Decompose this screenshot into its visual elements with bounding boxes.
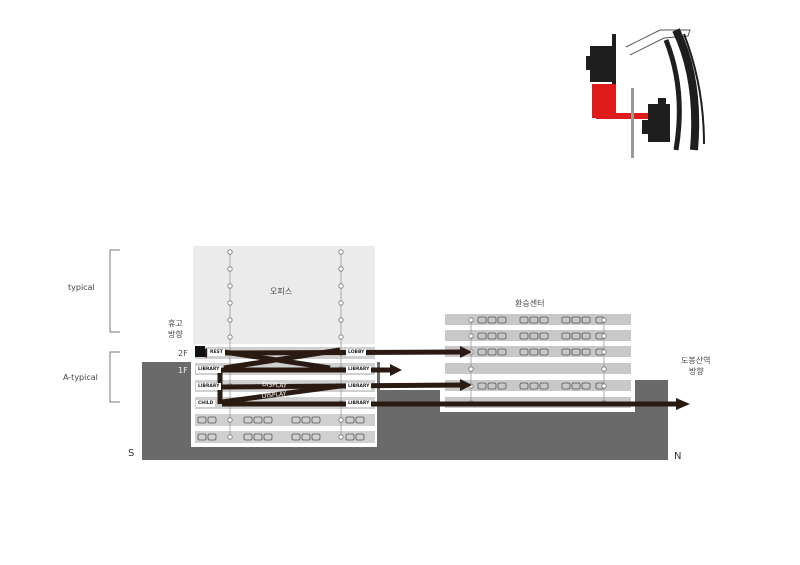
display-label-2: DISPLAY	[261, 390, 287, 400]
a-typical-label: A-typical	[63, 373, 98, 382]
dobong-direction-label-2: 방향	[689, 367, 704, 376]
display-label-1: DISPLAY	[262, 381, 287, 390]
a-typical-bracket	[109, 351, 120, 403]
podium-bus-icons	[197, 416, 365, 441]
rest-marker	[195, 346, 205, 357]
tag-rest: REST	[208, 349, 225, 356]
office-block	[193, 246, 375, 344]
typical-bracket	[109, 249, 120, 333]
key-plan-connector	[625, 29, 691, 56]
key-plan-building-main	[590, 46, 616, 82]
tag-library-b1: LIBRARY	[196, 383, 222, 390]
office-label: 오피스	[270, 287, 293, 296]
south-label: S	[128, 448, 135, 459]
rest-direction-label-1: 휴고	[168, 319, 183, 328]
typical-label: typical	[68, 283, 95, 292]
tag-library-b1-right: LIBRARY	[346, 383, 372, 390]
tag-library-1f: LIBRARY	[196, 366, 222, 373]
dobong-direction-label-1: 도봉산역	[681, 356, 711, 365]
tag-library-1f-right: LIBRARY	[346, 366, 372, 373]
north-label: N	[674, 451, 682, 462]
rest-direction-label-2: 방향	[168, 330, 183, 339]
key-plan-curved-track	[672, 28, 700, 151]
key-plan-building-lower	[648, 104, 670, 142]
tag-library-b2-right: LIBRARY	[346, 400, 372, 407]
transfer-center-label: 환승센터	[515, 299, 545, 308]
bus-icons	[477, 316, 605, 390]
floor-1f-label: 1F	[178, 366, 188, 375]
vertical-lines	[229, 250, 605, 440]
floor-2f-label: 2F	[178, 349, 188, 358]
tag-child: CHILD	[196, 400, 216, 407]
transfer-center-block	[441, 312, 635, 412]
tag-lobby: LOBBY	[346, 349, 367, 356]
key-plan-highlight	[592, 84, 616, 118]
